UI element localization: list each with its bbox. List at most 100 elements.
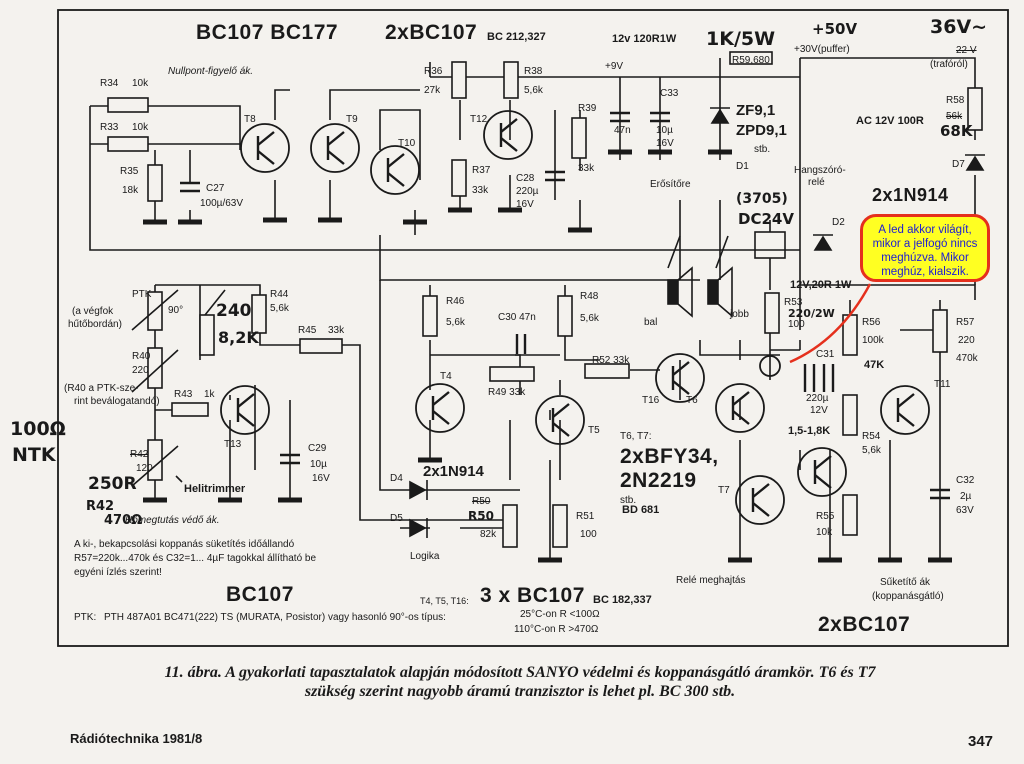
r53-label: R53 [784, 297, 803, 308]
figure-caption: 11. ábra. A gyakorlati tapasztalatok ala… [70, 663, 970, 701]
r48-label: R48 [580, 291, 599, 302]
diode-d5 [409, 518, 428, 538]
cap-c29 [280, 453, 300, 465]
magazine-footer: Rádiótechnika 1981/8 [70, 731, 203, 746]
t8-label: T8 [244, 114, 256, 125]
hw-trim: 250R [88, 474, 137, 494]
r38-value: 5,6k [524, 85, 543, 96]
page-number: 347 [968, 733, 994, 750]
r35-label: R35 [120, 166, 139, 177]
right-label: jobb [730, 309, 749, 320]
d2-label: D2 [832, 217, 845, 228]
r44-label: R44 [270, 289, 289, 300]
logic-label: Logika [410, 551, 440, 562]
r45-value: 33k [328, 325, 345, 336]
r40-label: R40 [132, 351, 151, 362]
r57-value-1: 220 [958, 335, 975, 346]
r40-note-2: rint beválogatandó) [74, 396, 160, 407]
resistors [107, 51, 983, 548]
koppanas-note-1: A ki-, bekapcsolási koppanás süketítés i… [74, 539, 295, 550]
t6-t7-label: T6, T7: [620, 431, 652, 442]
resistor-r46 [422, 295, 438, 337]
r46-label: R46 [446, 296, 465, 307]
c27-label: C27 [206, 183, 225, 194]
r52-label: R52 33k [592, 355, 630, 366]
c31-value-2: 12V [810, 405, 828, 416]
r42-label: R42 [130, 449, 149, 460]
r42-value: 120 [136, 463, 153, 474]
cap-c33 [650, 111, 670, 123]
c28-value-2: 16V [516, 199, 534, 210]
r58-label: R58 [946, 95, 965, 106]
resistor-r33 [107, 136, 149, 152]
r57-value-2: 470k [956, 353, 978, 364]
hw-ac12: AC 12V 100R [856, 115, 924, 127]
c32-label: C32 [956, 475, 975, 486]
t4-list: T4, T5, T16: [420, 596, 469, 606]
r57-label: R57 [956, 317, 975, 328]
speaker-relay-label-2: relé [808, 177, 825, 188]
resistor-r45 [299, 338, 343, 354]
r51-label: R51 [576, 511, 595, 522]
left-label: bal [644, 317, 658, 328]
note-arrow [789, 283, 872, 364]
caption-line-2: szükség szerint nagyobb áramú tranziszto… [304, 683, 736, 700]
r34-value: 10k [132, 78, 149, 89]
c28-label: C28 [516, 173, 535, 184]
c33-value-2: 16V [656, 138, 674, 149]
amplifier-label: Erősítőre [650, 179, 691, 190]
t13-label: T13 [224, 439, 242, 450]
ptk-desc: PTH 487A01 BC471(222) TS (MURATA, Posist… [104, 612, 446, 623]
resistor-r58 [967, 87, 983, 131]
koppanas-note-3: egyéni ízlés szerint! [74, 567, 162, 578]
r33-label: R33 [100, 122, 119, 133]
t11-type: 2xBC107 [818, 613, 911, 636]
led [759, 355, 781, 377]
ptk-location-2: hűtőbordán) [68, 319, 122, 330]
t16-label: T16 [642, 395, 660, 406]
t12-type: 2xBC107 [385, 21, 478, 44]
c31-label: C31 [816, 349, 835, 360]
r54-label: R54 [862, 431, 881, 442]
r58-value: 56k [946, 111, 963, 122]
r43-value: 1k [204, 389, 215, 400]
ptk-location-1: (a végfok [72, 306, 114, 317]
resistor-r36 [451, 61, 467, 99]
zd-stb: stb. [754, 144, 771, 155]
ptk-prefix: PTK: [74, 612, 97, 623]
buffer-label: +30V(puffer) [794, 44, 850, 55]
hw-r59-value: 1K/5W [706, 28, 776, 50]
t4-label: T4 [440, 371, 452, 382]
transistor-t16 [655, 353, 705, 403]
transistors [220, 110, 930, 525]
hw-relay-dc: DC24V [738, 210, 794, 228]
t4-type: 3 x BC107 [480, 584, 585, 607]
resistor-r49 [489, 366, 535, 382]
plus9v-label: +9V [605, 61, 624, 72]
t5-label: T5 [588, 425, 600, 436]
ptk-angle: 90° [168, 305, 184, 316]
transistor-bases [236, 118, 915, 517]
vs-22v-label: 22 V [956, 45, 977, 56]
hw-plus50: +50V [812, 20, 858, 38]
hw-ntk: 100Ω [10, 418, 66, 440]
c26-value: 47n [614, 125, 631, 136]
hw-r40-new: 240 [216, 301, 252, 321]
ptk-25: 25°C-on R <100Ω [520, 609, 600, 620]
diode-d7 [965, 154, 985, 171]
c33-value-1: 10µ [656, 125, 673, 136]
r46-value: 5,6k [446, 317, 465, 328]
stb-label: stb. [620, 495, 637, 506]
r55-label: R55 [816, 511, 835, 522]
r44-value: 5,6k [270, 303, 289, 314]
d4-d5-type: 2x1N914 [423, 463, 484, 480]
transistor-t13 [220, 385, 270, 435]
hw-relay-37: (3705) [736, 191, 788, 207]
transistor-t10 [370, 145, 420, 195]
r37-label: R37 [472, 165, 491, 176]
r39-label: R39 [578, 103, 597, 114]
t12-label: T12 [470, 114, 488, 125]
resistor-r35 [147, 164, 163, 202]
c30-label: C30 47n [498, 312, 536, 323]
